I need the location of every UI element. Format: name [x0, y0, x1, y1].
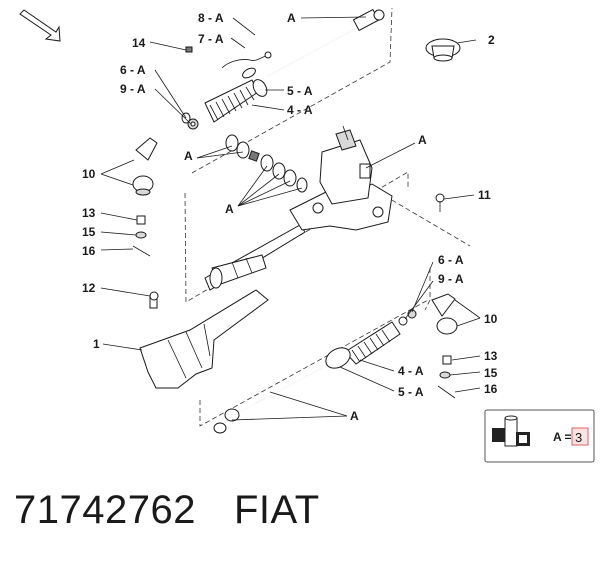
- label-6-a-upper: 6 - A: [120, 63, 146, 77]
- label-8-a: 8 - A: [198, 11, 224, 25]
- label-5-a-lower: 5 - A: [398, 385, 424, 399]
- label-16-left: 16: [82, 244, 96, 258]
- label-9-a-lower: 9 - A: [438, 272, 464, 286]
- callout-labels: 8 - A 7 - A 14 A 6 - A 9 - A 5 - A 4 - A…: [82, 11, 498, 423]
- label-12: 12: [82, 281, 96, 295]
- dashed-frames: [184, 7, 471, 427]
- label-9-a-upper: 9 - A: [120, 82, 146, 96]
- kit-quantity-highlight: [571, 427, 589, 446]
- rack-housing: [204, 125, 393, 291]
- part-number: 71742762: [14, 488, 196, 532]
- label-1: 1: [93, 337, 100, 351]
- label-11: 11: [478, 188, 491, 202]
- kit-quantity-text: A =: [553, 430, 572, 444]
- part-number-footer: 71742762 FIAT: [14, 488, 320, 533]
- mounting-bracket-1: [139, 289, 269, 389]
- steering-rack-exploded-diagram: 8 - A 7 - A 14 A 6 - A 9 - A 5 - A 4 - A…: [19, 7, 595, 463]
- label-15-left: 15: [82, 225, 96, 239]
- lower-tie-rod: [213, 367, 323, 434]
- label-13-left: 13: [82, 206, 96, 220]
- label-a-housing: A: [418, 133, 427, 147]
- label-15-right: 15: [484, 366, 498, 380]
- kit-quantity-value: 3: [575, 430, 582, 445]
- bleed-screw-14: [185, 46, 272, 69]
- label-13-right: 13: [484, 349, 498, 363]
- leader-lines: [100, 16, 481, 421]
- label-14: 14: [132, 36, 146, 50]
- left-tie-rod-end: [132, 137, 158, 257]
- label-a-rings: A: [184, 149, 193, 163]
- brand-name: FIAT: [233, 488, 320, 532]
- kit-quantity-box: A = 3: [484, 409, 595, 463]
- bolt-11: [435, 193, 445, 212]
- direction-arrow-icon: [19, 9, 61, 42]
- label-10-right: 10: [484, 312, 498, 326]
- label-4-a-lower: 4 - A: [398, 364, 424, 378]
- label-6-a-lower: 6 - A: [438, 253, 464, 267]
- right-tie-rod-end: [431, 293, 458, 399]
- gasket-kit-icon: [492, 415, 530, 447]
- label-2: 2: [488, 33, 495, 47]
- label-a-rings-lower: A: [225, 202, 234, 216]
- seal-rings: [225, 134, 308, 193]
- label-a-lower: A: [350, 409, 359, 423]
- label-16-right: 16: [484, 382, 498, 396]
- label-4-a-upper: 4 - A: [287, 103, 313, 117]
- label-7-a: 7 - A: [198, 32, 224, 46]
- pinion-cap-2: [425, 38, 461, 62]
- upper-bellows-boot: [204, 79, 268, 123]
- upper-tie-rod: [267, 8, 385, 77]
- label-a-top: A: [287, 11, 296, 25]
- label-10-left: 10: [82, 167, 96, 181]
- lower-bellows-boot: [325, 309, 417, 369]
- label-5-a-upper: 5 - A: [287, 84, 313, 98]
